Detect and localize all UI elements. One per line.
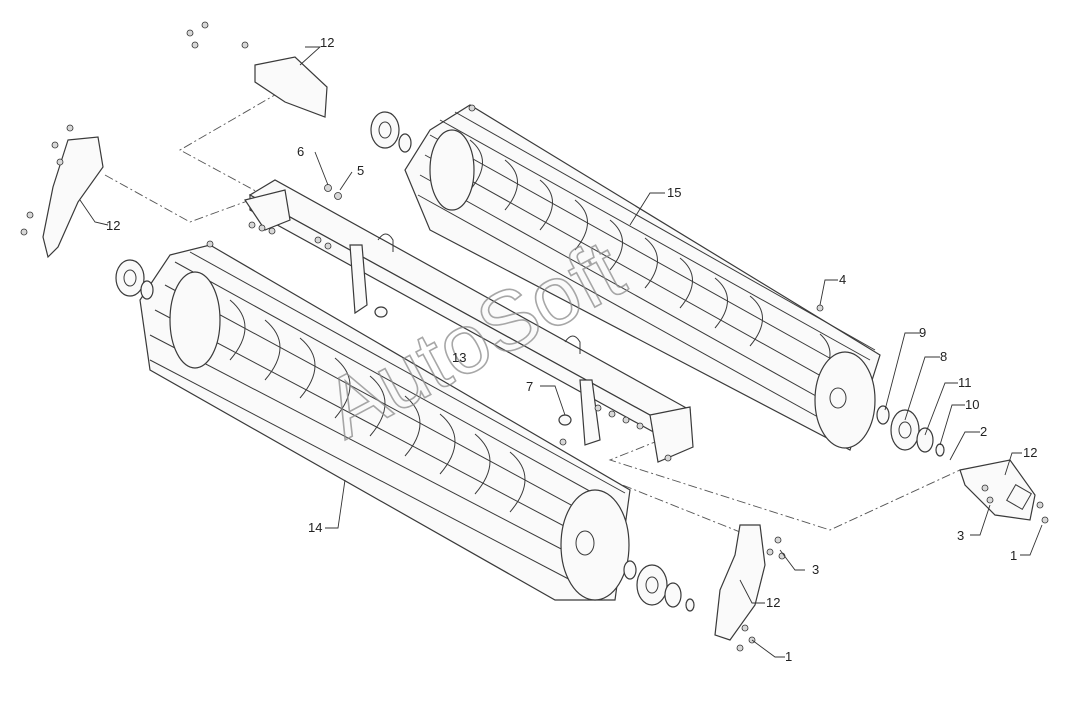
bearings-and-washers [115, 111, 945, 612]
roller-lower [139, 240, 631, 601]
callout-1-bottom: 1 [785, 649, 792, 664]
callout-10: 10 [965, 397, 979, 412]
callout-12-right: 12 [1023, 445, 1037, 460]
callout-3-bottom: 3 [812, 562, 819, 577]
callout-labels: 12 12 6 5 15 4 13 7 9 8 11 10 2 12 3 1 1… [106, 35, 1037, 664]
callout-7: 7 [526, 379, 533, 394]
callout-12-left: 12 [106, 218, 120, 233]
callout-2: 2 [980, 424, 987, 439]
brackets [42, 56, 1036, 641]
callout-12-top: 12 [320, 35, 334, 50]
fasteners [20, 21, 1049, 652]
callout-11: 11 [958, 375, 972, 390]
leader-lines [79, 46, 1043, 658]
callout-3-right: 3 [957, 528, 964, 543]
callout-1-right: 1 [1010, 548, 1017, 563]
callout-15: 15 [667, 185, 681, 200]
callout-8: 8 [940, 349, 947, 364]
callout-13: 13 [452, 350, 466, 365]
callout-6: 6 [297, 144, 304, 159]
callout-14: 14 [308, 520, 322, 535]
callout-9: 9 [919, 325, 926, 340]
roller-upper [404, 104, 881, 451]
callout-12-bottom: 12 [766, 595, 780, 610]
callout-4: 4 [839, 272, 846, 287]
frame-beam [244, 179, 694, 463]
callout-5: 5 [357, 163, 364, 178]
